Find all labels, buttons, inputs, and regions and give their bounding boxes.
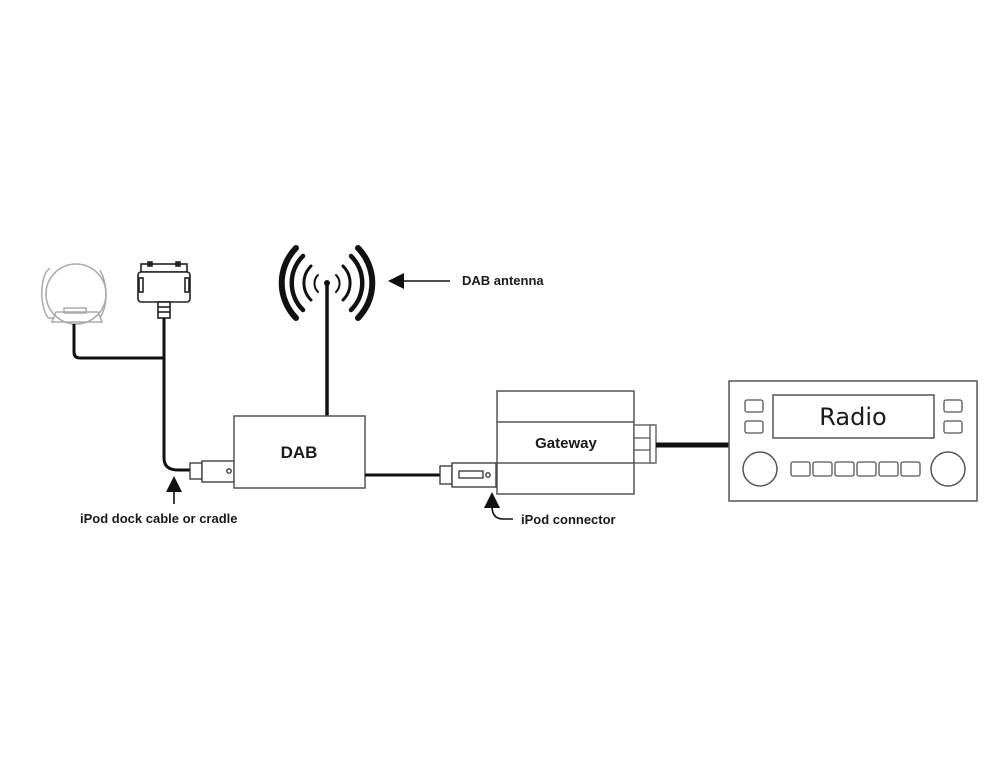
- dock-cable-label: iPod dock cable or cradle: [80, 511, 238, 526]
- radio-preset-button: [900, 461, 921, 477]
- radio-left-knob[interactable]: [742, 451, 778, 487]
- antenna-label: DAB antenna: [462, 273, 544, 288]
- gateway-output-connector: [633, 424, 657, 464]
- gateway-label: Gateway: [535, 435, 597, 452]
- radio-side-buttons: [744, 399, 963, 434]
- radio-display-text: Radio: [819, 403, 886, 431]
- radio-side-button: [943, 399, 963, 413]
- cradle-cable: [72, 324, 164, 360]
- radio-preset-buttons: [790, 461, 921, 477]
- ipod-connector-label: iPod connector: [521, 512, 616, 527]
- dab-box[interactable]: [233, 415, 366, 489]
- radio-side-button: [744, 399, 764, 413]
- ipod-connector-plug: [439, 462, 497, 488]
- radio-preset-button: [834, 461, 855, 477]
- broadcast-antenna-icon: [278, 245, 376, 418]
- radio-side-button: [943, 420, 963, 434]
- gateway-box[interactable]: [496, 390, 635, 495]
- radio-right-knob[interactable]: [930, 451, 966, 487]
- dock-connector-icon: [137, 261, 191, 319]
- ipod-connector-arrow: [484, 492, 513, 520]
- dab-label: DAB: [281, 443, 318, 462]
- dab-input-plug: [189, 460, 235, 483]
- radio-side-button: [744, 420, 764, 434]
- radio-preset-button: [856, 461, 877, 477]
- dock-cable: [162, 318, 192, 472]
- ipod-cradle-icon: [41, 263, 107, 325]
- radio-preset-button: [790, 461, 811, 477]
- radio-preset-button: [878, 461, 899, 477]
- radio-preset-button: [812, 461, 833, 477]
